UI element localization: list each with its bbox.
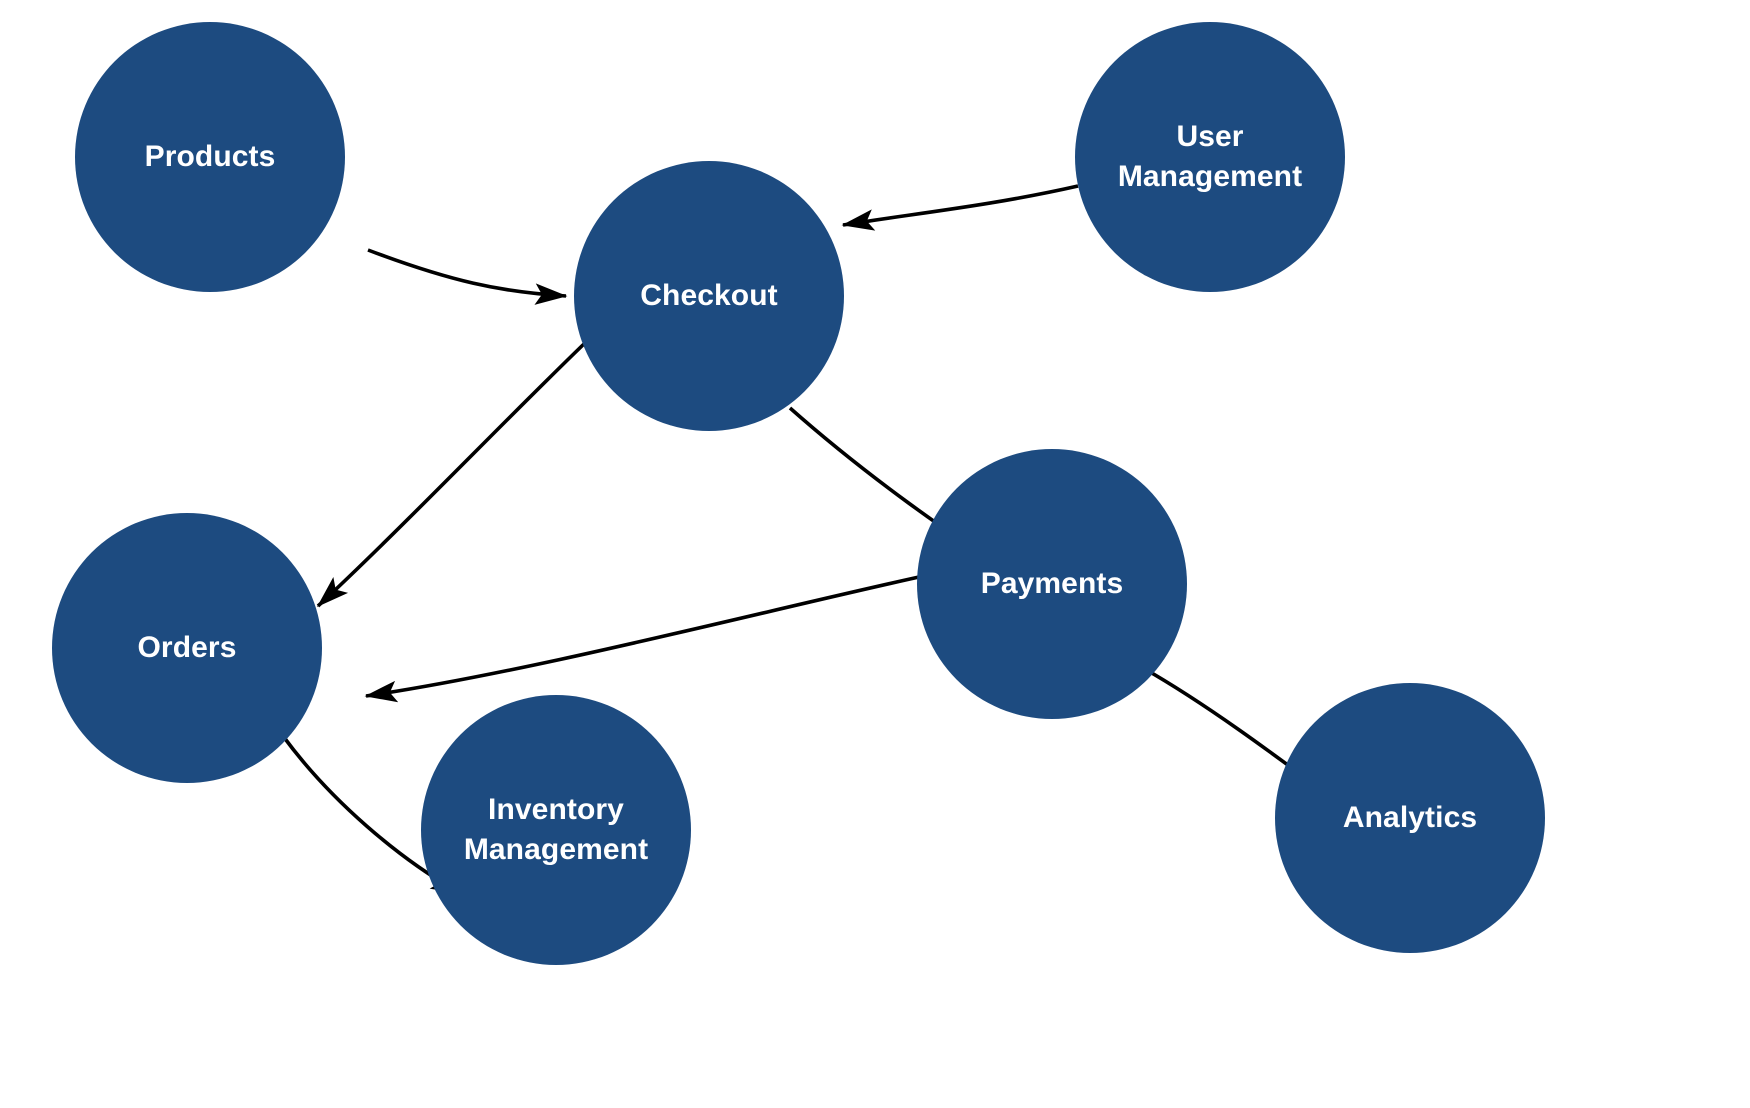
node-payments[interactable]: Payments bbox=[917, 449, 1187, 719]
node-checkout-label: Checkout bbox=[640, 279, 778, 313]
node-user-management-label: User Management bbox=[1117, 120, 1303, 193]
node-checkout[interactable]: Checkout bbox=[574, 161, 844, 431]
node-orders[interactable]: Orders bbox=[52, 513, 322, 783]
node-products-label: Products bbox=[144, 140, 276, 174]
node-analytics-label: Analytics bbox=[1342, 801, 1478, 835]
edge-usermgmt-checkout bbox=[841, 184, 1079, 231]
edge-checkout-orders bbox=[316, 340, 588, 608]
node-user-management[interactable]: User Management bbox=[1075, 22, 1345, 292]
node-inventory-management-label: Inventory Management bbox=[463, 793, 649, 866]
node-inventory-management[interactable]: Inventory Management bbox=[421, 695, 691, 965]
node-orders-label: Orders bbox=[137, 631, 237, 665]
node-analytics[interactable]: Analytics bbox=[1275, 683, 1545, 953]
edge-payments-orders bbox=[364, 575, 920, 703]
node-products[interactable]: Products bbox=[75, 22, 345, 292]
edge-products-checkout bbox=[367, 248, 568, 305]
node-payments-label: Payments bbox=[980, 567, 1124, 601]
